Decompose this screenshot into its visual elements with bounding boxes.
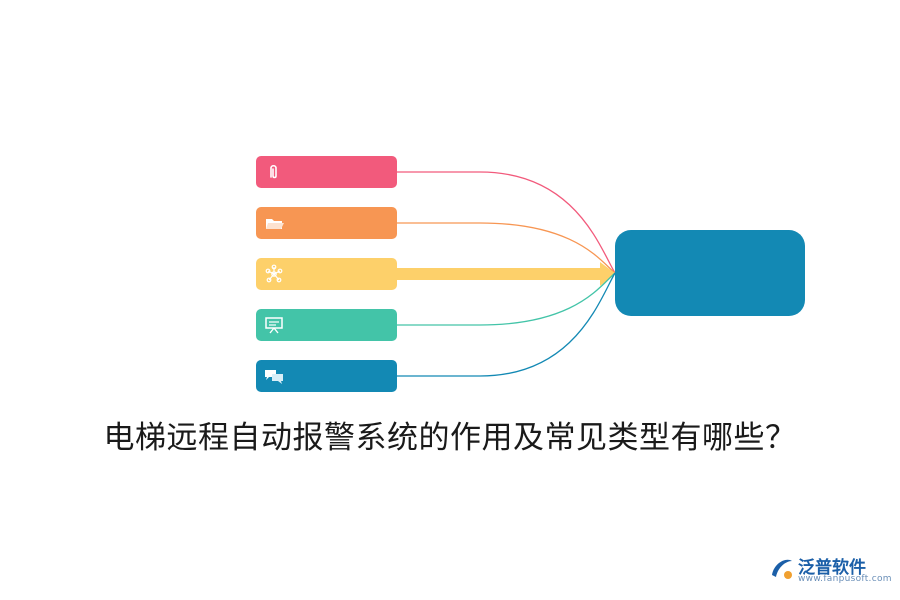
center-node [615, 230, 805, 316]
logo-url: www.fanpusoft.com [798, 574, 892, 584]
branch-node [256, 207, 397, 239]
connector-lines [395, 171, 616, 377]
brand-logo: 泛普软件 www.fanpusoft.com [768, 553, 893, 593]
network-icon [265, 264, 283, 283]
diagram-caption: 电梯远程自动报警系统的作用及常见类型有哪些？ [103, 420, 797, 456]
branch-node-box [256, 309, 397, 341]
branch-node [256, 360, 397, 392]
presentation-icon [265, 317, 283, 334]
branch-node-box [256, 156, 397, 188]
logo-mark-icon [772, 559, 792, 579]
connector-line [397, 272, 616, 377]
branch-node [256, 309, 397, 341]
branch-node-box [256, 360, 397, 392]
branch-node [256, 258, 397, 290]
highlight-arrow-head [600, 262, 616, 286]
paperclip-icon [270, 164, 277, 179]
folder-icon [266, 219, 284, 229]
branch-node [256, 156, 397, 188]
connector-line [397, 272, 616, 326]
logo-name: 泛普软件 [798, 558, 866, 578]
branch-node-box [256, 258, 397, 290]
chat-icon [265, 370, 283, 384]
branch-nodes [256, 156, 397, 392]
highlight-arrow-shaft [395, 268, 601, 280]
connector-line [397, 222, 616, 274]
connector-line [397, 171, 616, 274]
branch-node-box [256, 207, 397, 239]
